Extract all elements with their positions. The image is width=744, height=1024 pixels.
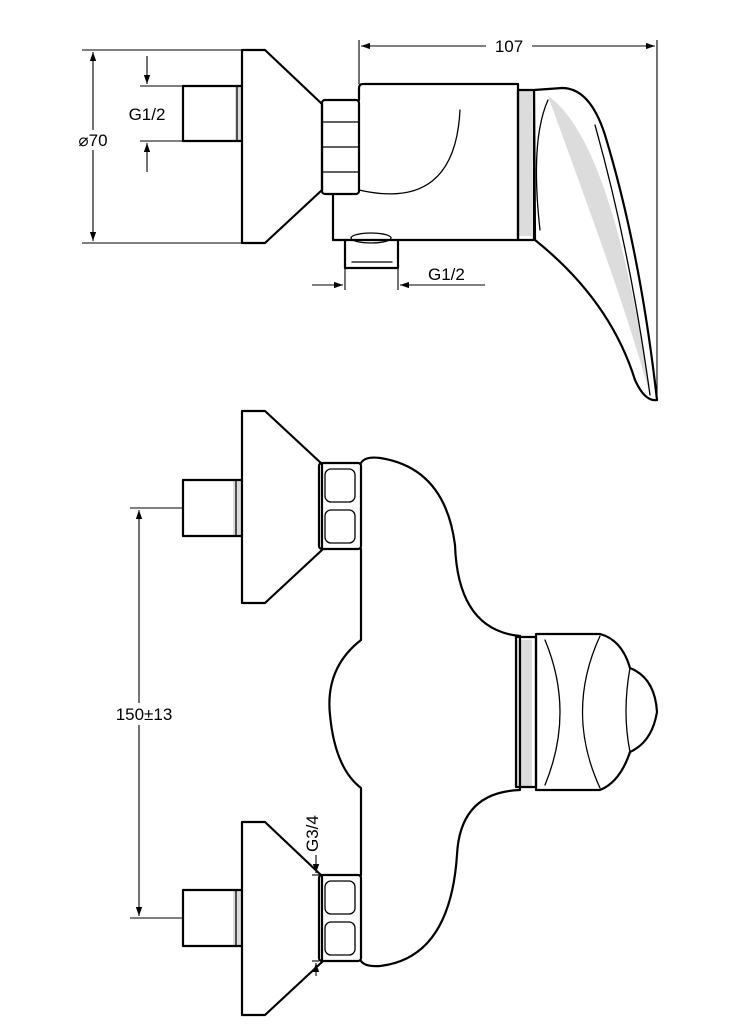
front-view: 150±13 G3/4 xyxy=(98,409,659,1017)
width-label: 107 xyxy=(495,37,523,56)
inlet-thread-label: G1/2 xyxy=(129,105,166,124)
body-waist xyxy=(328,547,363,877)
upper-hex-nut xyxy=(317,461,363,551)
outlet-thread-label: G1/2 xyxy=(428,265,465,284)
pipe-shading xyxy=(235,86,242,141)
mixer-body xyxy=(331,82,520,242)
center-distance-label: 150±13 xyxy=(116,705,173,724)
collar-shading xyxy=(518,90,532,236)
inlet-stub xyxy=(181,84,244,143)
lever xyxy=(532,86,659,402)
diameter-label: ⌀70 xyxy=(78,131,107,150)
body-contour xyxy=(358,109,461,195)
lever xyxy=(534,632,659,792)
escutcheon xyxy=(240,48,324,245)
top-view: 107 ⌀70 G1/2 G1/2 xyxy=(68,34,659,402)
mixer-body xyxy=(359,456,522,968)
upper-escutcheon xyxy=(240,409,324,605)
lower-hex-nut xyxy=(317,873,363,963)
connector-thread-label: G3/4 xyxy=(303,815,322,852)
outlet-connector xyxy=(343,238,400,270)
